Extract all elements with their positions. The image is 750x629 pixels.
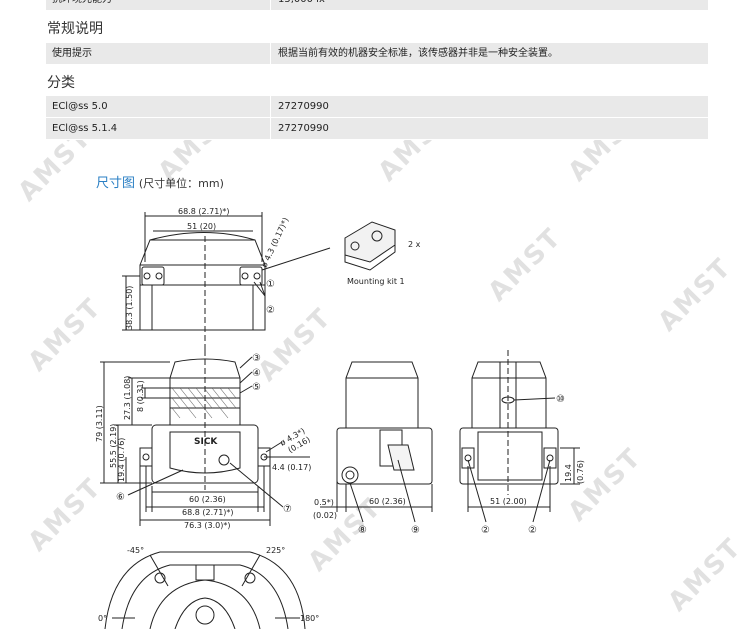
dim-top-width: 68.8 (2.71)*) [178,207,230,216]
angle-minus-45: -45° [127,546,144,555]
mounting-kit-caption: Mounting kit 1 [347,277,405,286]
callout-2: ② [266,305,275,316]
dimension-title-text: 尺寸图 [96,176,136,191]
dim-hole-dia: ø 4.3 (0.17)*) [260,216,291,269]
callout-3: ③ [252,353,261,364]
dim-h-55: 55.5 (2.19) [109,424,118,468]
row-label: 使用提示 [52,48,92,59]
callout-4: ④ [252,368,261,379]
dim-h-total: 79 (3.11) [95,405,104,442]
dim-05-in: (0.02) [313,511,337,520]
angle-180: 180° [300,614,319,623]
angle-0: 0° [98,614,107,623]
table-row: 使用提示 根据当前有效的机器安全标准，该传感器并非是一种安全装置。 [46,43,708,65]
row-value: 15,000 lx [278,0,325,10]
callout-6: ⑥ [116,492,125,503]
mounting-kit-count: 2 x [408,240,421,249]
dim-height-side: 38.3 (1.50) [125,286,134,330]
callout-5: ⑤ [252,382,261,393]
angle-225: 225° [266,546,285,555]
row-value: 根据当前有效的机器安全标准，该传感器并非是一种安全装置。 [278,48,558,59]
dim-w-51: 51 (2.00) [490,497,527,506]
row-label: ECl@ss 5.1.4 [52,123,118,134]
cell-divider [270,96,271,117]
callout-10: ⑩ [556,394,565,405]
callout-8: ⑧ [358,525,367,536]
callout-2: ② [481,525,490,536]
dim-05: 0.5*) [314,498,334,507]
dim-w-688: 68.8 (2.71)*) [182,508,234,517]
dim-44: 4.4 (0.17) [272,463,311,472]
table-row: 抗环境光能力 15,000 lx [46,0,708,11]
table-row: ECl@ss 5.0 27270990 [46,96,708,118]
dim-w-763: 76.3 (3.0)*) [184,521,230,530]
callout-7: ⑦ [283,504,292,515]
cell-divider [270,118,271,139]
dim-w-60b: 60 (2.36) [369,497,406,506]
row-label: ECl@ss 5.0 [52,101,108,112]
dim-inner-width: 51 (20) [187,222,216,231]
dimension-drawing-title: 尺寸图 (尺寸单位：mm) [96,172,224,191]
cell-divider [270,0,271,10]
dim-h-19: 19.4 (0.76) [117,438,126,482]
dim-w-60: 60 (2.36) [189,495,226,504]
section-heading-general: 常规说明 [47,21,103,37]
cell-divider [270,43,271,64]
row-value: 27270990 [278,101,329,112]
callout-1: ① [266,279,275,290]
dim-h-194: 19.4 [564,464,573,482]
dim-h-194-in: (0.76) [576,460,585,484]
callout-2: ② [528,525,537,536]
section-heading-classification: 分类 [47,75,75,91]
dimension-unit-note: (尺寸单位：mm) [138,177,224,190]
callout-9: ⑨ [411,525,420,536]
table-row: ECl@ss 5.1.4 27270990 [46,118,708,140]
dim-h-8: 8 (0.31) [136,380,145,412]
dim-h-27: 27.3 (1.08) [123,376,132,420]
row-value: 27270990 [278,123,329,134]
brand-logo: SICK [194,437,218,447]
row-label: 抗环境光能力 [52,0,112,10]
